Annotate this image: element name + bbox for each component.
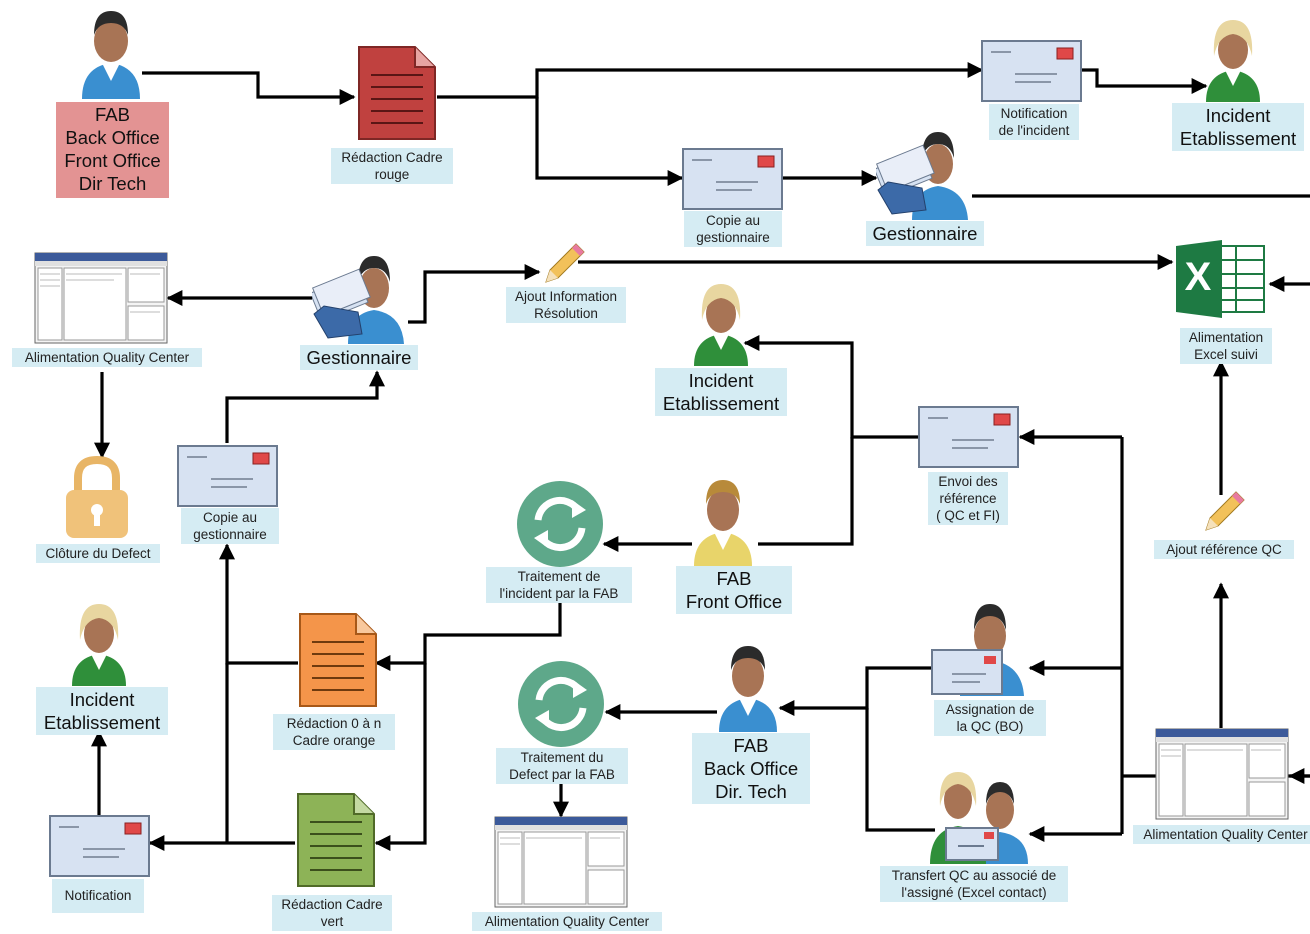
- edge-assign-to-fabback: [778, 666, 935, 716]
- cloture-label: Clôture du Defect: [36, 544, 160, 563]
- inbox-person-icon: [312, 256, 404, 344]
- traitement-defect-label: Traitement du Defect par la FAB: [496, 748, 628, 784]
- envelope-icon: [918, 406, 1019, 468]
- edge-copie-mid-to-gest: [225, 370, 385, 443]
- person-green-icon: [694, 284, 748, 366]
- edge-orange-to-copie: [219, 543, 298, 665]
- fab-front-label: FAB Front Office: [676, 566, 792, 614]
- cycle-icon: [517, 481, 603, 567]
- person-blue-icon: [719, 646, 777, 732]
- incident-etab-top-label: Incident Etablissement: [1172, 103, 1304, 151]
- notif-incident-label: Notification de l'incident: [989, 104, 1079, 140]
- edge-trunk2-to-green: [374, 663, 427, 851]
- assignation-qc-label: Assignation de la QC (BO): [934, 700, 1046, 736]
- document-red-icon: [358, 46, 436, 140]
- ajout-info-label: Ajout Information Résolution: [506, 287, 626, 323]
- incident-etab-bot-label: Incident Etablissement: [36, 687, 168, 735]
- edge-envoi-to-fabfront: [758, 437, 854, 546]
- redaction-vert-label: Rédaction Cadre vert: [272, 895, 392, 931]
- copie-gest-mid-label: Copie au gestionnaire: [181, 508, 279, 544]
- person-yellow-icon: [694, 480, 752, 566]
- edge-redaction-to-notif: [437, 62, 984, 99]
- cycle-icon: [518, 661, 604, 747]
- two-persons-envelope-icon: [930, 772, 1028, 864]
- person-green-icon: [72, 604, 126, 686]
- edge-notif-to-incident: [1082, 68, 1208, 94]
- edge-gest-to-ajout: [408, 264, 541, 324]
- gestionnaire-mid-label: Gestionnaire: [300, 345, 418, 370]
- window-screenshot-icon: [494, 816, 628, 908]
- edge-envoi-to-incident: [743, 335, 918, 439]
- traitement-incident-label: Traitement de l'incident par la FAB: [486, 567, 632, 603]
- incident-etab-mid-label: Incident Etablissement: [655, 368, 787, 416]
- fab-all-label: FAB Back Office Front Office Dir Tech: [56, 102, 169, 198]
- ajout-ref-qc-label: Ajout référence QC: [1154, 540, 1294, 559]
- edge-fab-to-redaction-rouge: [142, 71, 356, 105]
- excel-icon: [1176, 240, 1265, 318]
- window-screenshot-icon: [34, 252, 168, 344]
- gestionnaire-top-label: Gestionnaire: [866, 221, 984, 246]
- edge-redaction-to-copie: [535, 97, 684, 186]
- edge-transfert-to-fabback: [865, 708, 935, 832]
- fab-back-label: FAB Back Office Dir. Tech: [692, 733, 810, 804]
- envelope-icon: [682, 148, 783, 210]
- pencil-icon: [1205, 491, 1245, 531]
- notification-bot-label: Notification: [52, 879, 144, 913]
- redaction-orange-label: Rédaction 0 à n Cadre orange: [273, 714, 395, 750]
- person-green-icon: [1206, 20, 1260, 102]
- redaction-rouge-label: Rédaction Cadre rouge: [331, 148, 453, 184]
- copie-gest-top-label: Copie au gestionnaire: [684, 211, 782, 247]
- document-orange-icon: [299, 613, 377, 707]
- lock-icon: [66, 456, 128, 538]
- envelope-icon: [177, 445, 278, 507]
- inbox-person-icon: [876, 132, 968, 220]
- envoi-ref-label: Envoi des référence ( QC et FI): [928, 472, 1008, 525]
- pencil-icon: [545, 243, 585, 283]
- alim-qc-right-label: Alimentation Quality Center: [1133, 825, 1310, 844]
- envelope-icon: [49, 815, 150, 877]
- transfert-qc-label: Transfert QC au associé de l'assigné (Ex…: [880, 866, 1068, 902]
- person-blue-icon: [82, 11, 140, 99]
- person-envelope-icon: [931, 604, 1024, 696]
- alim-qc-bottom-label: Alimentation Quality Center: [472, 912, 662, 931]
- envelope-icon: [981, 40, 1082, 102]
- excel-letter: X: [1184, 255, 1212, 299]
- excel-suivi-label: Alimentation Excel suivi: [1180, 328, 1272, 364]
- document-green-icon: [297, 793, 375, 887]
- edge-traitement-to-orange: [374, 603, 562, 671]
- alim-qc-left-label: Alimentation Quality Center: [12, 348, 202, 367]
- window-screenshot-icon: [1155, 728, 1289, 820]
